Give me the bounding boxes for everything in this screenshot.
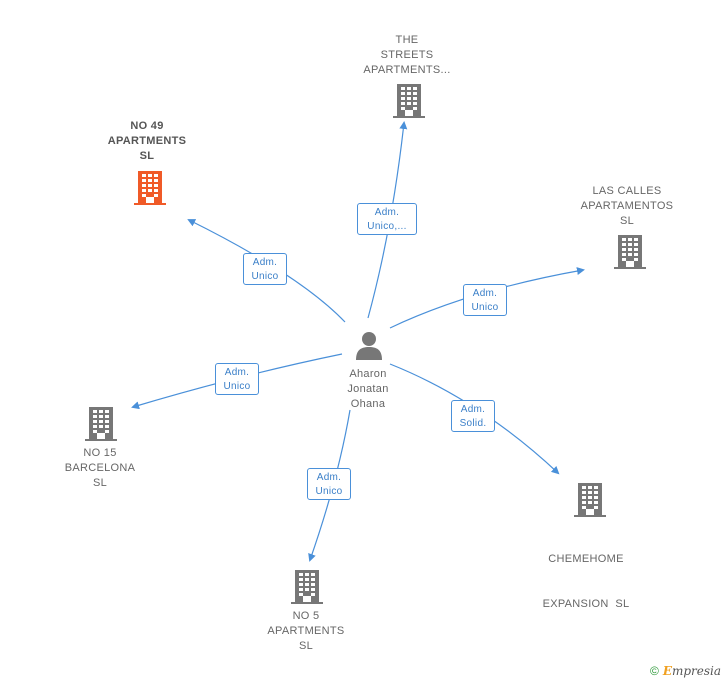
building-icon[interactable] xyxy=(614,235,646,269)
node-label-line: SL xyxy=(139,150,155,162)
edge-label-chemehome[interactable]: Adm. Solid. xyxy=(451,400,495,432)
edge-label-line: Adm. xyxy=(374,207,400,218)
node-label-line: APARTMENTS xyxy=(107,135,187,147)
copyright-icon: © xyxy=(650,664,659,678)
building-icon[interactable] xyxy=(393,84,425,118)
node-label-line: APARTMENTS xyxy=(267,625,345,637)
edge-label-line: Adm. xyxy=(252,257,278,268)
node-label-line: APARTAMENTOS xyxy=(580,200,674,212)
node-label-line: NO 5 xyxy=(292,610,320,622)
node-label-line: CHEMEHOME xyxy=(548,553,624,565)
footer-brand[interactable]: ©Empresia xyxy=(650,664,721,678)
edge-label-line: Adm. xyxy=(224,367,250,378)
edge-label-line: Unico xyxy=(251,271,279,282)
building-icon[interactable] xyxy=(291,570,323,604)
node-label-line: APARTMENTS... xyxy=(363,64,451,76)
node-label-line: SL xyxy=(619,215,635,227)
node-label-streets[interactable]: THE STREETS APARTMENTS... xyxy=(352,33,462,78)
edge-label-line: Unico xyxy=(471,302,499,313)
node-label-no49[interactable]: NO 49 APARTMENTS SL xyxy=(92,119,202,164)
center-name-line: Ohana xyxy=(350,398,386,410)
node-label-line: NO 15 xyxy=(83,447,117,459)
node-label-no15[interactable]: NO 15 BARCELONA SL xyxy=(48,446,152,491)
edge-label-streets[interactable]: Adm. Unico,... xyxy=(357,203,417,235)
edge-label-line: Adm. xyxy=(316,472,342,483)
node-label-line: SL xyxy=(92,477,108,489)
brand-logo: Empresia xyxy=(663,664,721,678)
node-label-line: THE xyxy=(395,34,419,46)
edge-label-calles[interactable]: Adm. Unico xyxy=(463,284,507,316)
edge-label-line: Adm. xyxy=(460,404,486,415)
brand-initial: E xyxy=(662,664,672,678)
node-label-no5[interactable]: NO 5 APARTMENTS SL xyxy=(254,609,358,654)
center-name-line: Jonatan xyxy=(347,383,389,395)
building-icon[interactable] xyxy=(574,483,606,517)
edge-label-line: Unico xyxy=(315,486,343,497)
node-label-line: BARCELONA xyxy=(64,462,136,474)
person-icon[interactable] xyxy=(354,330,384,360)
node-label-calles[interactable]: LAS CALLES APARTAMENTOS SL xyxy=(570,184,684,229)
node-label-line: NO 49 xyxy=(130,120,164,132)
node-label-line: EXPANSION SL xyxy=(542,598,630,610)
node-label-line: SL xyxy=(298,640,314,652)
node-label-chemehome[interactable]: CHEMEHOME EXPANSION SL xyxy=(528,522,644,627)
edge-label-line: Adm. xyxy=(472,288,498,299)
brand-rest: mpresia xyxy=(672,664,722,678)
edge-label-line: Unico,... xyxy=(367,221,407,232)
center-name-line: Aharon xyxy=(349,368,387,380)
edge-label-no15[interactable]: Adm. Unico xyxy=(215,363,259,395)
edge-label-no49[interactable]: Adm. Unico xyxy=(243,253,287,285)
edge-label-line: Unico xyxy=(223,381,251,392)
building-icon[interactable] xyxy=(134,171,166,205)
edge-label-no5[interactable]: Adm. Unico xyxy=(307,468,351,500)
node-label-line: LAS CALLES xyxy=(592,185,662,197)
node-label-line: STREETS xyxy=(380,49,434,61)
building-icon[interactable] xyxy=(85,407,117,441)
center-person-label[interactable]: Aharon Jonatan Ohana xyxy=(320,367,416,412)
edge-label-line: Solid. xyxy=(459,418,487,429)
